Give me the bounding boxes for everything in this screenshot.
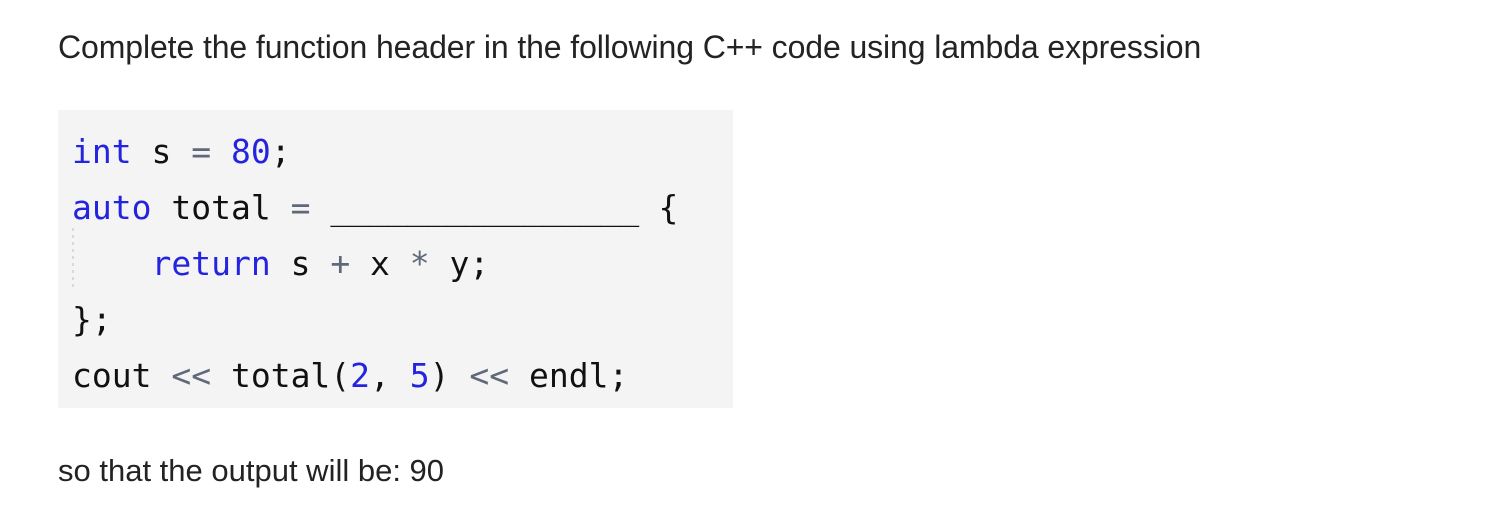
- code-token-plain: y;: [429, 244, 490, 283]
- code-token-plain: endl;: [509, 356, 629, 395]
- code-token-number: 2: [350, 356, 371, 395]
- code-token-keyword: int: [72, 132, 132, 171]
- code-token-op: <<: [171, 356, 212, 395]
- code-token-plain: {: [638, 188, 679, 227]
- code-token-plain: total(: [211, 356, 351, 395]
- code-line: return s + x * y;: [58, 228, 733, 292]
- code-token-plain: cout: [72, 356, 172, 395]
- code-token-plain: [211, 132, 231, 171]
- code-token-plain: ;: [270, 132, 291, 171]
- code-token-plain: [72, 244, 151, 283]
- code-token-blank: ________________: [330, 188, 639, 227]
- code-token-plain: s: [131, 132, 192, 171]
- code-token-plain: };: [72, 300, 112, 339]
- code-line: int s = 80;: [58, 124, 733, 180]
- code-lines: int s = 80;auto total = ________________…: [58, 124, 733, 404]
- code-line: auto total = ________________ {: [58, 180, 733, 236]
- code-token-plain: s: [270, 244, 331, 283]
- code-token-number: 5: [409, 356, 430, 395]
- code-token-keyword: return: [151, 244, 271, 283]
- code-token-op: <<: [469, 356, 510, 395]
- code-token-op: =: [191, 132, 212, 171]
- code-token-keyword: auto: [72, 188, 152, 227]
- code-line: cout << total(2, 5) << endl;: [58, 348, 733, 404]
- code-token-plain: ,: [370, 356, 410, 395]
- expected-output-note: so that the output will be: 90: [58, 453, 445, 488]
- code-token-op: *: [409, 244, 430, 283]
- code-token-plain: x: [350, 244, 410, 283]
- code-token-plain: total: [151, 188, 291, 227]
- code-block: int s = 80;auto total = ________________…: [58, 110, 733, 408]
- code-token-plain: [310, 188, 330, 227]
- prompt-heading: Complete the function header in the foll…: [58, 29, 1202, 65]
- code-line: };: [58, 292, 733, 348]
- code-token-plain: ): [429, 356, 470, 395]
- code-token-op: +: [330, 244, 351, 283]
- code-token-op: =: [290, 188, 311, 227]
- code-token-number: 80: [230, 132, 271, 171]
